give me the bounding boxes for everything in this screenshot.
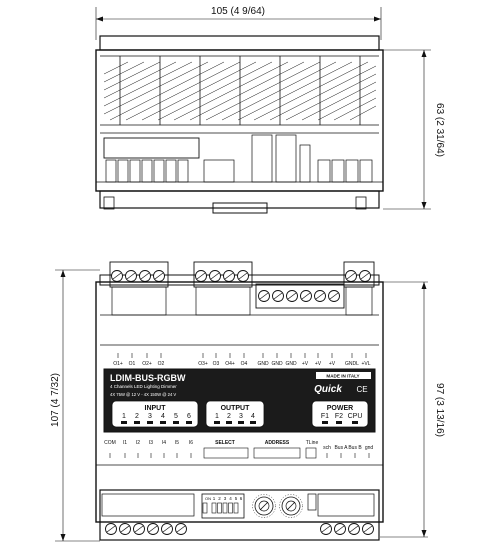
terminal-label: +V <box>315 361 322 367</box>
terminal-label: GND <box>271 361 283 367</box>
terminal-label: O4+ <box>225 361 235 367</box>
terminal-label: GNDL <box>345 361 359 367</box>
made-in-label: MADE IN ITALY <box>326 374 359 379</box>
power-title: POWER <box>327 405 353 412</box>
bus-label: Bus A <box>334 445 348 451</box>
power-label: F1 <box>321 413 329 420</box>
bus-label: sch <box>323 445 331 451</box>
power-led-group: POWER F1 F2 CPU <box>311 400 369 428</box>
input-number: 5 <box>174 413 178 420</box>
input-terminal-label: I6 <box>189 440 193 446</box>
terminal-label: O3+ <box>198 361 208 367</box>
address-label: ADDRESS <box>265 440 290 446</box>
dip-switch[interactable]: ON 1 2 3 4 5 6 <box>201 493 245 519</box>
output-number: 1 <box>215 413 219 420</box>
top-view: 105 (4 9/64) <box>95 6 445 214</box>
brand-logo: Quick <box>314 384 342 395</box>
input-number: 1 <box>122 413 126 420</box>
dip-number: 5 <box>235 496 238 501</box>
bus-label: Bus B <box>348 445 362 451</box>
front-height-dimension-right: 97 (3 13/16) <box>434 383 445 437</box>
input-terminal-label: I1 <box>123 440 127 446</box>
terminal-label: GND <box>257 361 269 367</box>
bus-label: gnd <box>365 445 374 451</box>
terminal-label: O1 <box>129 361 136 367</box>
ce-mark: CE <box>356 385 367 394</box>
output-title: OUTPUT <box>221 405 251 412</box>
address-rotary-switch-1[interactable] <box>252 494 276 518</box>
input-number: 2 <box>135 413 139 420</box>
input-led-group: INPUT 1 2 3 4 5 6 <box>111 400 199 428</box>
select-label: SELECT <box>215 440 235 446</box>
input-number: 4 <box>161 413 165 420</box>
input-terminal-label: I2 <box>136 440 140 446</box>
output-number: 3 <box>239 413 243 420</box>
terminal-label: O1+ <box>113 361 123 367</box>
model-name: LDIM-BUS-RGBW <box>110 373 186 383</box>
terminal-label: O2 <box>158 361 165 367</box>
front-height-dimension-left: 107 (4 7/32) <box>50 373 61 427</box>
input-terminal-label: I3 <box>149 440 153 446</box>
address-rotary-switch-2[interactable] <box>279 494 303 518</box>
top-width-dimension: 105 (4 9/64) <box>211 6 265 17</box>
front-view: 107 (4 7/32) 97 (3 13/16) <box>50 261 445 542</box>
power-rating: 4X 75W @ 12 V - 4X 150W @ 24 V <box>110 392 176 397</box>
output-led-group: OUTPUT 1 2 3 4 <box>205 400 265 428</box>
output-number: 4 <box>251 413 255 420</box>
terminal-label: O3 <box>213 361 220 367</box>
dip-number: 4 <box>229 496 232 501</box>
power-label: CPU <box>348 413 363 420</box>
terminal-label: +V <box>302 361 309 367</box>
model-description: 4 Channels LED Lighting Dimmer <box>110 384 177 389</box>
power-label: F2 <box>335 413 343 420</box>
terminal-label: O4 <box>241 361 248 367</box>
dip-number: 6 <box>240 496 243 501</box>
dip-on-label: ON <box>205 496 211 501</box>
tline-label: TLine <box>306 440 319 446</box>
input-number: 6 <box>187 413 191 420</box>
top-terminal-labels: O1+ O1 O2+ O2 O3+ O3 O4+ O4 GND GND GND … <box>113 361 371 367</box>
input-number: 3 <box>148 413 152 420</box>
dip-number: 3 <box>224 496 227 501</box>
terminal-label: O2+ <box>142 361 152 367</box>
com-label: COM <box>104 440 116 446</box>
input-title: INPUT <box>145 405 167 412</box>
output-number: 2 <box>227 413 231 420</box>
terminal-label: GND <box>285 361 297 367</box>
dip-number: 2 <box>218 496 221 501</box>
input-terminal-label: I4 <box>162 440 166 446</box>
dip-number: 1 <box>213 496 216 501</box>
terminal-label: +V <box>329 361 336 367</box>
input-terminal-label: I5 <box>175 440 179 446</box>
bottom-terminal-labels: COM I1 I2 I3 I4 I5 I6 SELECT ADDRESS TLi… <box>104 440 373 451</box>
terminal-label: +VL <box>361 361 370 367</box>
top-height-dimension: 63 (2 31/64) <box>434 103 445 157</box>
